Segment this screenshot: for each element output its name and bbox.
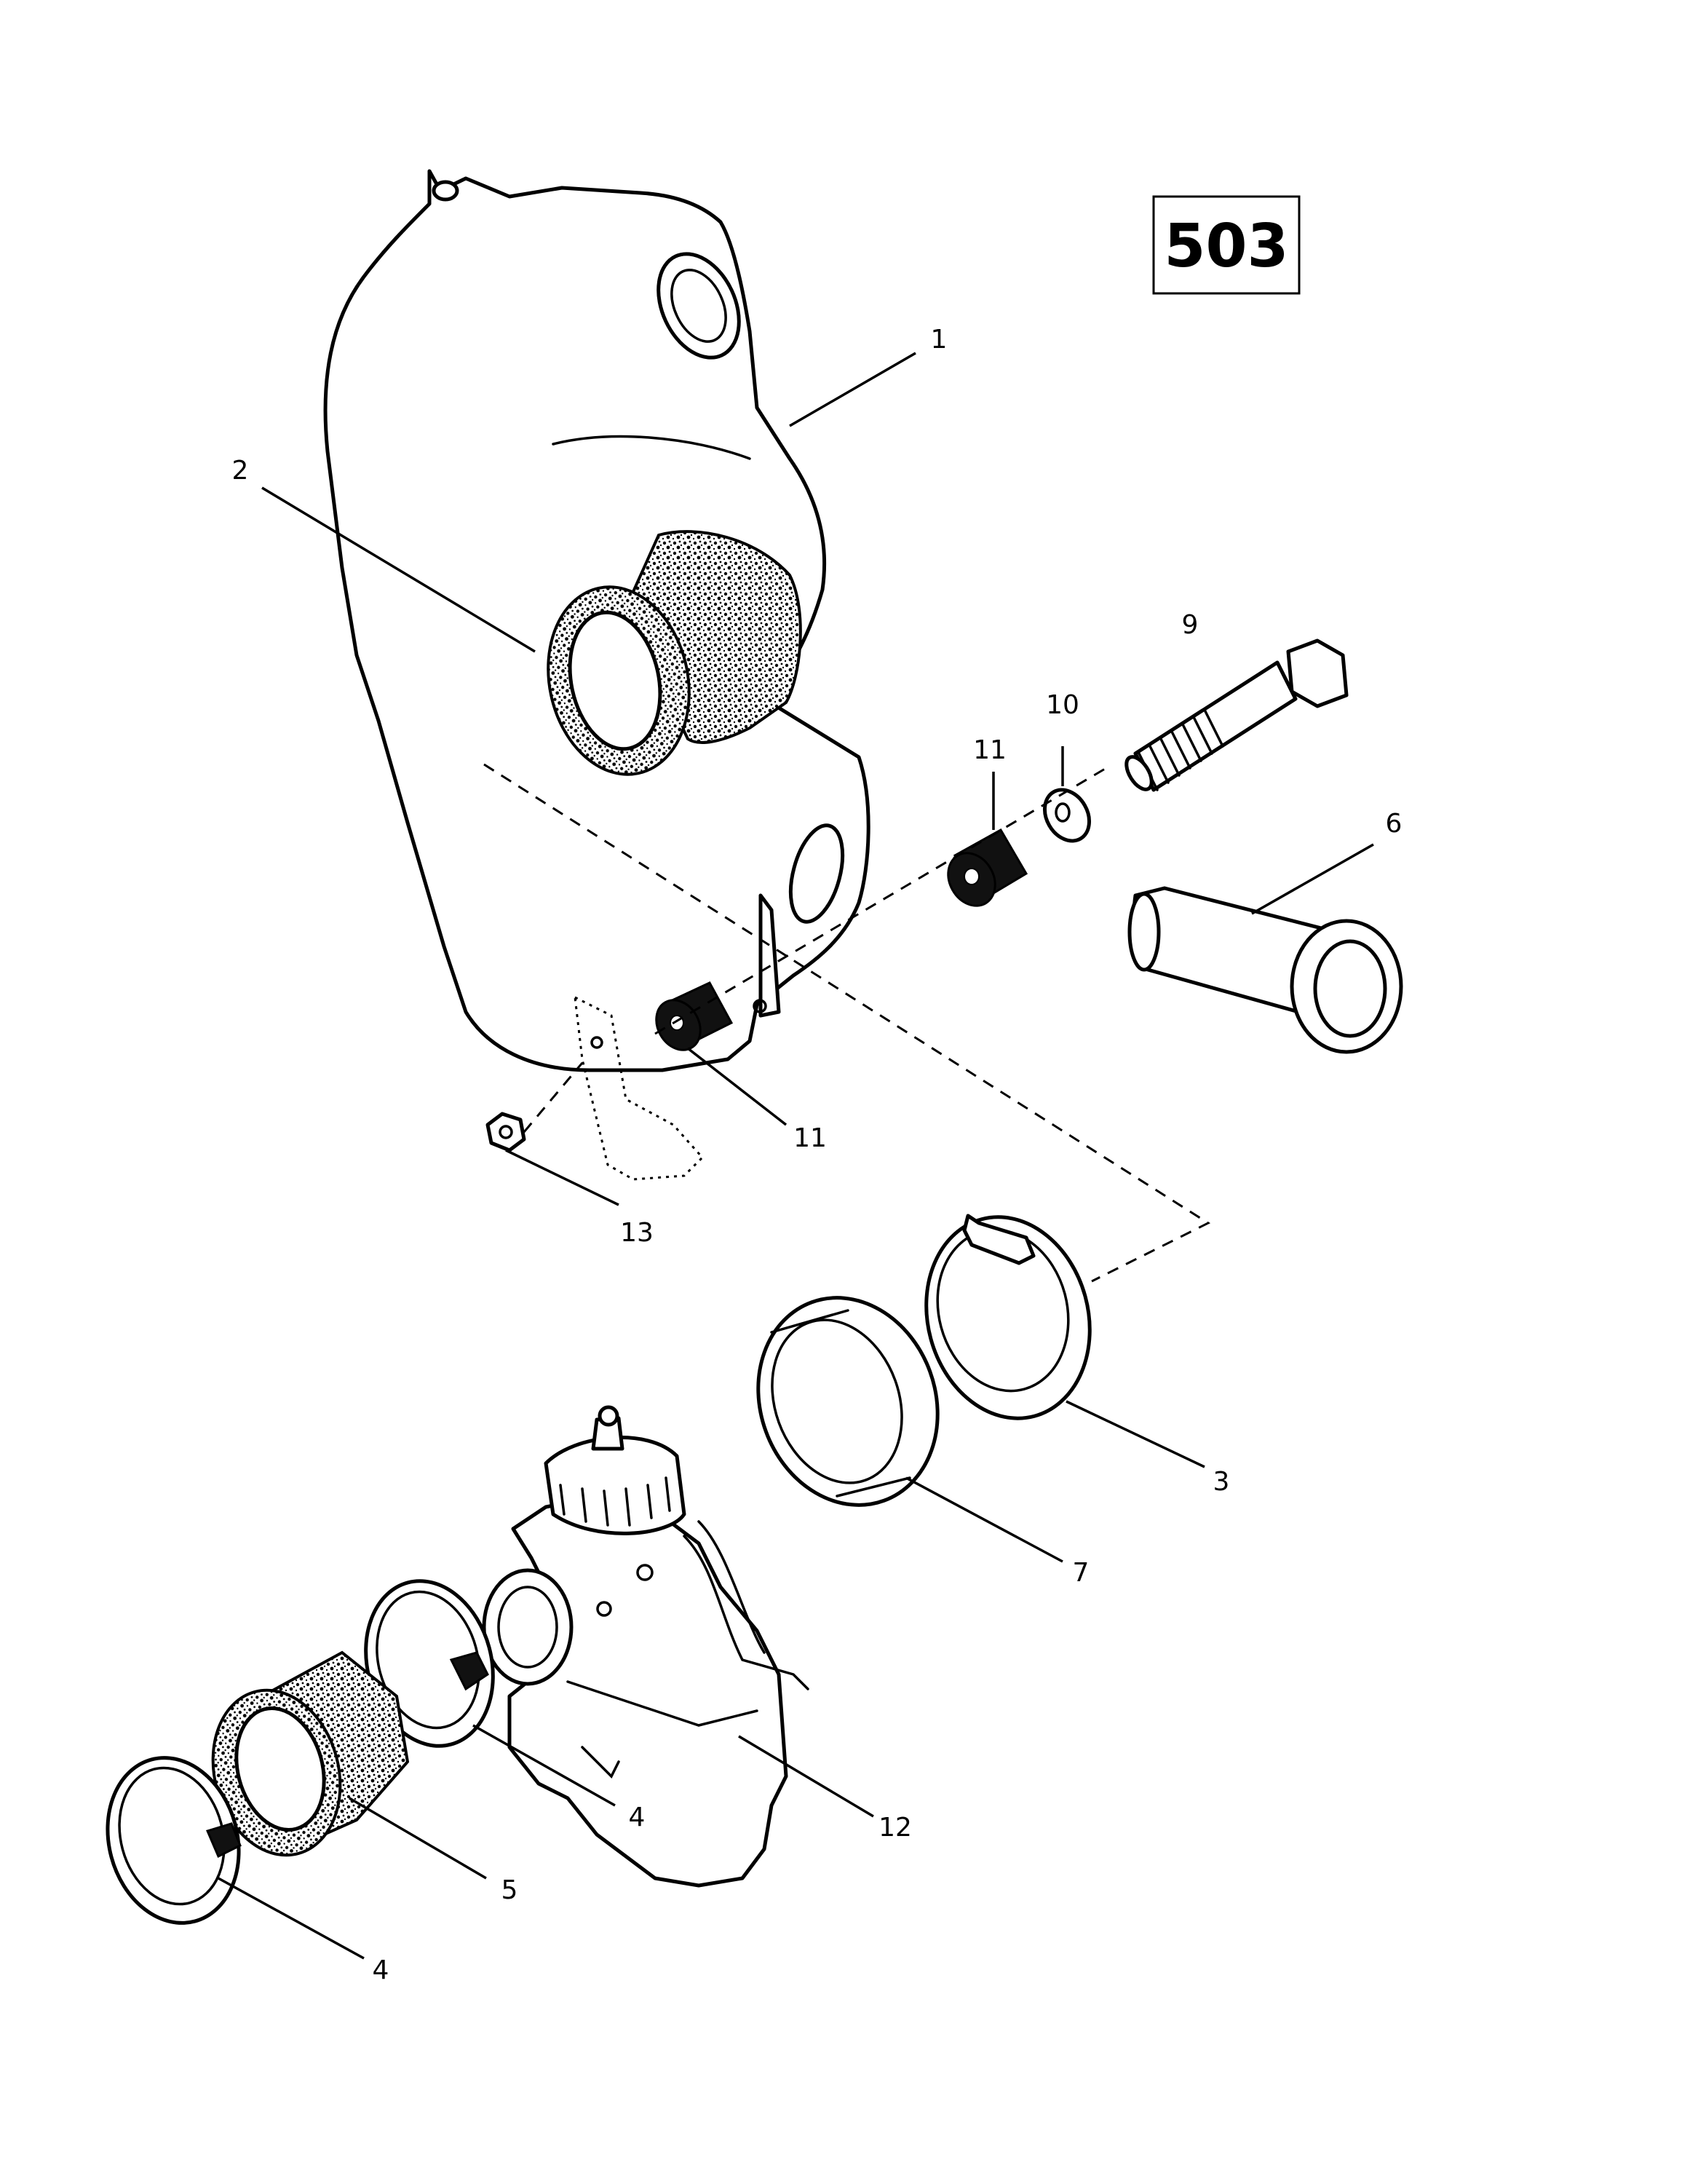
assembly-lines	[483, 763, 1211, 1283]
clamp-ring	[924, 1214, 1092, 1420]
callout-1: 1	[931, 325, 948, 355]
callout-4-lower: 4	[373, 1955, 389, 1985]
leader-lines	[218, 352, 1374, 1960]
callout-5: 5	[501, 1875, 518, 1905]
rubber-connector	[211, 1650, 410, 1857]
carburetor	[482, 1405, 809, 1888]
callout-6: 6	[1386, 809, 1403, 839]
callout-labels: 1 2 3 4 5 4 6 7 9 10 11 11 12 13	[232, 325, 1403, 1985]
diagram-code-box: 503	[1152, 195, 1301, 295]
callout-13: 13	[620, 1218, 654, 1248]
nut	[485, 1112, 526, 1152]
callout-11-lower: 11	[793, 1123, 827, 1153]
rubber-mount-upper	[947, 828, 1028, 907]
callout-7: 7	[1073, 1558, 1090, 1588]
callout-11-upper: 11	[973, 735, 1007, 765]
inlet-tube	[1127, 886, 1403, 1054]
callout-9: 9	[1182, 610, 1199, 640]
callout-10: 10	[1046, 690, 1079, 720]
callout-3: 3	[1213, 1467, 1230, 1497]
intake-boot	[547, 530, 802, 776]
sleeve-ring	[756, 1296, 940, 1507]
callout-12: 12	[878, 1813, 912, 1843]
mounting-bracket-outline	[574, 995, 705, 1181]
washer	[1043, 788, 1091, 843]
hose-clamp-lower	[106, 1756, 242, 1925]
diagram-code: 503	[1164, 212, 1288, 281]
callout-2: 2	[232, 456, 249, 486]
bolt	[1124, 638, 1349, 792]
callout-4-upper: 4	[629, 1803, 646, 1832]
